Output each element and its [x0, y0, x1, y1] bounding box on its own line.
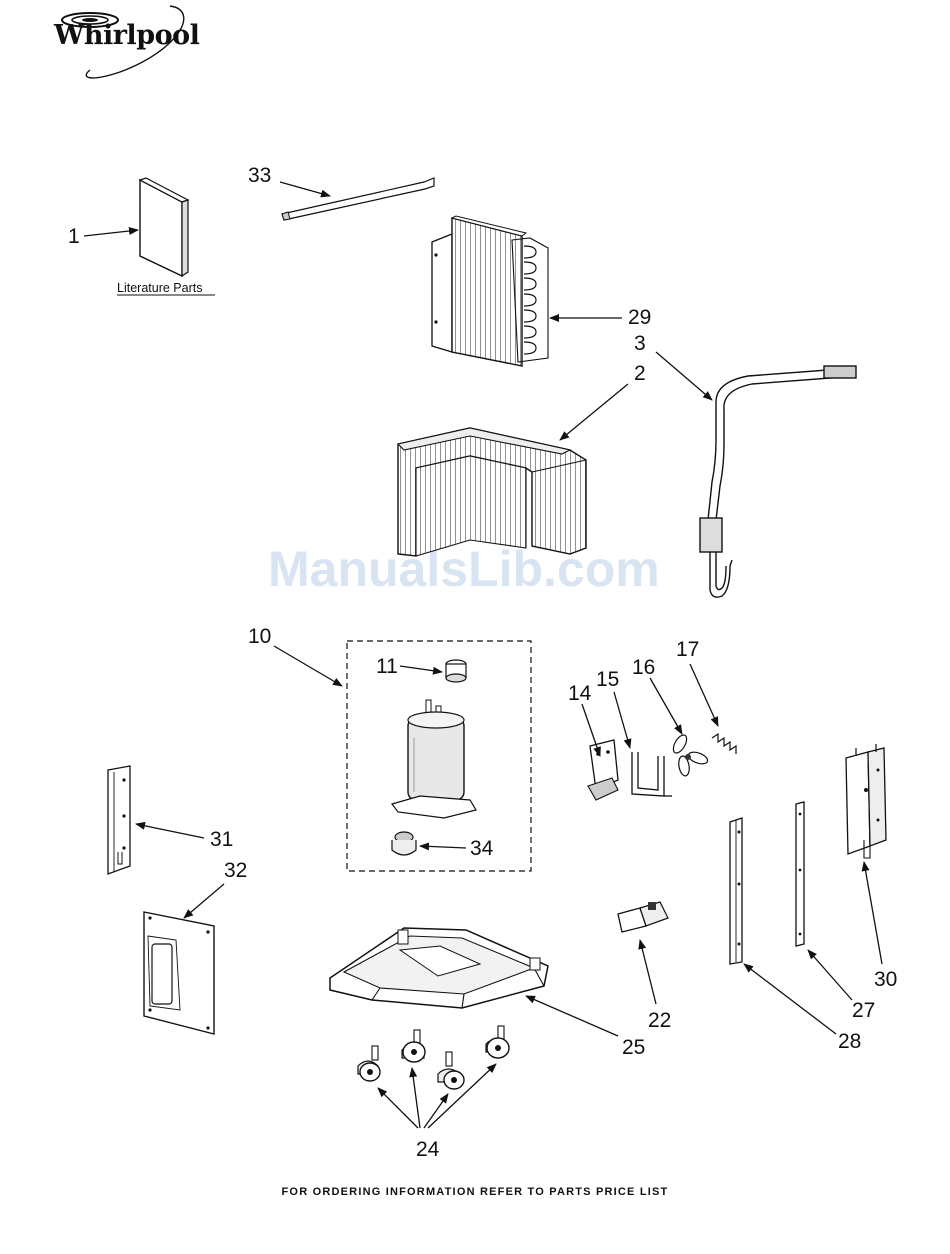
- footer-note: FOR ORDERING INFORMATION REFER TO PARTS …: [0, 1186, 950, 1198]
- leader-24c: [424, 1094, 448, 1128]
- caster-1: [358, 1046, 380, 1081]
- part-24-casters: [358, 1026, 509, 1089]
- leader-2: [560, 384, 628, 440]
- part-15-motor-bracket: [632, 752, 672, 796]
- leader-24b: [412, 1068, 420, 1128]
- callout-17: 17: [676, 638, 699, 661]
- part-22-switch: [618, 902, 668, 932]
- callout-34: 34: [470, 837, 494, 860]
- leader-32: [184, 884, 224, 918]
- callout-1: 1: [68, 225, 80, 248]
- part-14-switch-bracket: [588, 740, 618, 800]
- leader-33: [280, 182, 330, 196]
- leader-28: [744, 964, 836, 1034]
- part-32-access-panel: [144, 912, 214, 1034]
- part-29-evaporator-coil: [432, 216, 548, 366]
- callout-11: 11: [376, 655, 398, 678]
- callout-33: 33: [248, 164, 271, 187]
- leader-11: [400, 666, 442, 672]
- part-27-rail: [796, 802, 804, 946]
- leader-24a: [378, 1088, 418, 1128]
- literature-parts-label: Literature Parts: [117, 281, 202, 295]
- leader-31: [136, 824, 204, 838]
- part-17-spring: [712, 734, 736, 754]
- callout-10: 10: [248, 625, 271, 648]
- callout-27: 27: [852, 999, 875, 1022]
- leader-30: [864, 862, 882, 964]
- caster-3: [438, 1052, 464, 1089]
- part-3-tubing-assembly: [700, 366, 856, 597]
- callout-29: 29: [628, 306, 651, 329]
- leader-34: [420, 846, 466, 848]
- callout-31: 31: [210, 828, 233, 851]
- leader-16: [650, 678, 682, 734]
- caster-4: [486, 1026, 509, 1058]
- callout-32: 32: [224, 859, 247, 882]
- caster-2: [402, 1030, 425, 1062]
- part-28-rail: [730, 818, 742, 964]
- part-30-side-channel: [846, 744, 886, 858]
- part-2-condenser-coil: [398, 428, 586, 556]
- callout-24: 24: [416, 1138, 440, 1161]
- callout-28: 28: [838, 1030, 861, 1053]
- callout-30: 30: [874, 968, 897, 991]
- part-compressor: [392, 700, 476, 818]
- part-16-fan-blade: [671, 733, 709, 777]
- callout-14: 14: [568, 682, 592, 705]
- callout-16: 16: [632, 656, 655, 679]
- callout-3: 3: [634, 332, 646, 355]
- leader-25: [526, 996, 618, 1036]
- callout-25: 25: [622, 1036, 645, 1059]
- callout-15: 15: [596, 668, 619, 691]
- callout-22: 22: [648, 1009, 671, 1032]
- leader-17: [690, 664, 718, 726]
- part-1-literature-booklet: [140, 178, 188, 276]
- leader-10: [274, 646, 342, 686]
- leader-15: [614, 692, 630, 748]
- leader-27: [808, 950, 852, 1000]
- leader-1: [84, 230, 138, 236]
- leader-22: [640, 940, 656, 1004]
- callout-2: 2: [634, 362, 646, 385]
- part-25-base-pan: [330, 928, 548, 1008]
- leader-3: [656, 352, 712, 400]
- part-11-terminal-cover: [446, 660, 466, 682]
- part-34-grommet: [392, 832, 416, 855]
- part-31-side-bracket: [108, 766, 130, 874]
- part-33-insulation-strip: [282, 178, 434, 220]
